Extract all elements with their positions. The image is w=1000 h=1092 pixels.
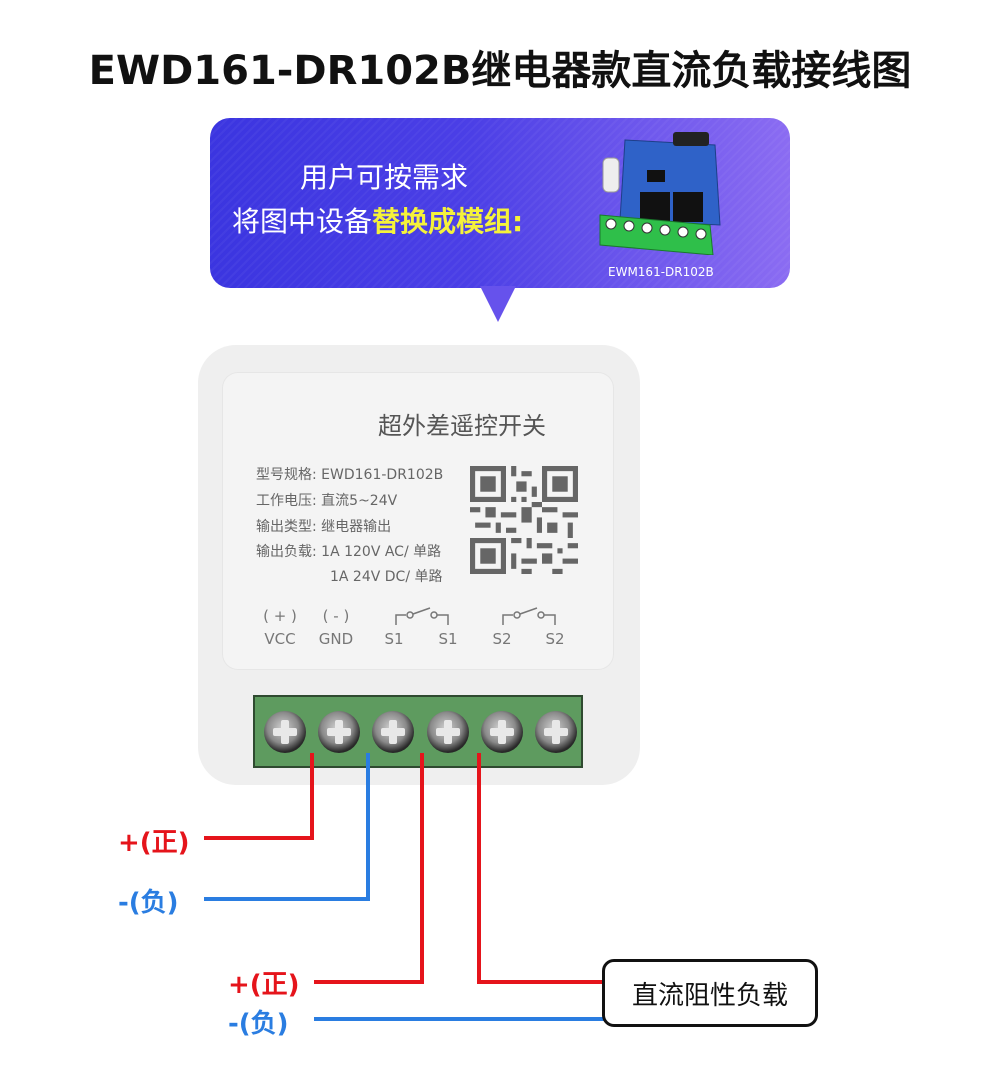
spec-model: 型号规格: EWD161-DR102B <box>256 467 444 483</box>
vcc-polarity: ( + ) <box>263 607 297 625</box>
banner-text-prefix: 将图中设备 <box>232 205 373 238</box>
screw-terminal-s2b[interactable] <box>535 711 577 753</box>
spec-output-load: 输出负载: 1A 120V AC/ 单路 <box>256 544 442 560</box>
spec-voltage: 工作电压: 直流5~24V <box>256 493 398 509</box>
screw-terminal-s2a[interactable] <box>481 711 523 753</box>
supply-negative-label: -(负) <box>118 888 179 918</box>
banner-text-line1: 用户可按需求 <box>300 161 469 194</box>
wire-gnd-horizontal <box>204 897 370 901</box>
device-name: 超外差遥控开关 <box>378 412 546 440</box>
qr-code <box>470 466 578 574</box>
wire-gnd-vertical <box>366 753 370 901</box>
wire-s1b-vertical <box>477 753 481 984</box>
wire-vcc-vertical <box>310 753 314 840</box>
terminal-block <box>253 695 583 768</box>
banner-text-highlight: 替换成模组: <box>372 205 524 238</box>
s1-label-a: S1 <box>384 630 404 648</box>
wire-s1b-to-load <box>477 980 605 984</box>
s1-label-b: S1 <box>438 630 458 648</box>
screw-terminal-s1a[interactable] <box>372 711 414 753</box>
dc-resistive-load-box: 直流阻性负载 <box>602 959 818 1027</box>
gnd-label: GND <box>318 630 354 648</box>
vcc-label: VCC <box>264 630 296 648</box>
diagram-title: EWD161-DR102B继电器款直流负载接线图 <box>88 48 912 94</box>
screw-terminal-s1b[interactable] <box>427 711 469 753</box>
relay-module-image <box>599 132 721 255</box>
banner-pointer <box>480 286 516 322</box>
s2-label-a: S2 <box>492 630 512 648</box>
banner-text-line2: 将图中设备替换成模组: <box>232 200 523 240</box>
module-model-label: EWM161-DR102B <box>608 265 714 279</box>
gnd-polarity: ( - ) <box>322 607 350 625</box>
supply-positive-label: +(正) <box>118 828 190 858</box>
wire-load-negative <box>314 1017 605 1021</box>
wire-s1-vertical <box>420 753 424 984</box>
spec-output-load-dc: 1A 24V DC/ 单路 <box>330 569 443 585</box>
screw-terminal-gnd[interactable] <box>318 711 360 753</box>
switch-symbol-s1 <box>395 607 449 625</box>
s2-label-b: S2 <box>545 630 565 648</box>
load-negative-label: -(负) <box>228 1009 289 1039</box>
wire-s1-horizontal <box>314 980 424 984</box>
wire-vcc-horizontal <box>204 836 314 840</box>
screw-terminal-vcc[interactable] <box>264 711 306 753</box>
load-positive-label: +(正) <box>228 970 300 1000</box>
switch-symbol-s2 <box>502 607 556 625</box>
spec-output-type: 输出类型: 继电器输出 <box>256 519 392 535</box>
